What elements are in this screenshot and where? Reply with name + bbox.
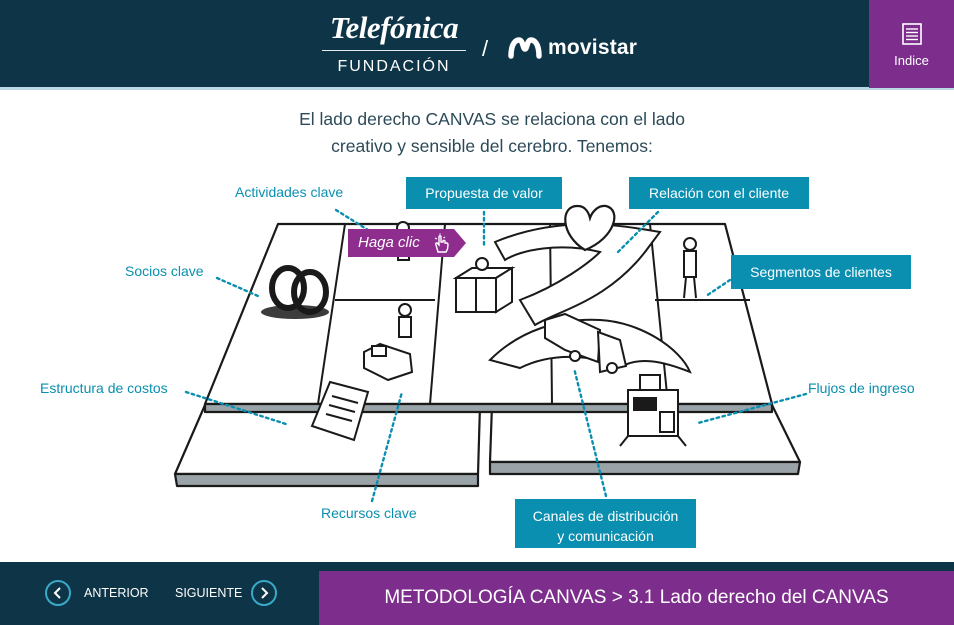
fundacion-wordmark: FUNDACIÓN bbox=[337, 58, 451, 75]
movistar-m-icon bbox=[508, 37, 542, 59]
intro-text: El lado derecho CANVAS se relaciona con … bbox=[240, 106, 744, 160]
breadcrumb: METODOLOGÍA CANVAS > 3.1 Lado derecho de… bbox=[319, 571, 954, 625]
anterior-button[interactable]: ANTERIOR bbox=[45, 580, 149, 606]
label-segmentos-de-clientes: Segmentos de clientes bbox=[731, 255, 911, 289]
chevron-left-icon bbox=[45, 580, 71, 606]
anterior-label: ANTERIOR bbox=[84, 586, 149, 600]
business-model-canvas: Actividades clave Propuesta de valor Rel… bbox=[40, 177, 915, 548]
heart-icon bbox=[564, 204, 616, 252]
logo-separator: / bbox=[482, 36, 489, 61]
label-relacion-con-el-cliente: Relación con el cliente bbox=[629, 177, 809, 209]
telefonica-wordmark: Telefónica bbox=[329, 10, 459, 45]
siguiente-button[interactable]: SIGUIENTE bbox=[175, 580, 278, 606]
header-bar: Telefónica FUNDACIÓN / movistar Indice bbox=[0, 0, 954, 90]
gift-box-icon bbox=[452, 257, 516, 314]
footer-bar: ANTERIOR SIGUIENTE METODOLOGÍA CANVAS > … bbox=[0, 562, 954, 625]
label-canales-de-distribucion: Canales de distribución y comunicación bbox=[515, 499, 696, 548]
label-flujos-de-ingreso: Flujos de ingreso bbox=[808, 380, 915, 396]
indice-label: Indice bbox=[894, 53, 929, 68]
canales-line-1: Canales de distribución bbox=[532, 508, 679, 524]
movistar-wordmark: movistar bbox=[548, 36, 638, 59]
siguiente-label: SIGUIENTE bbox=[175, 586, 243, 600]
intro-line-2: creativo y sensible del cerebro. Tenemos… bbox=[331, 136, 653, 156]
document-icon bbox=[310, 380, 370, 442]
label-estructura-de-costos: Estructura de costos bbox=[40, 380, 168, 396]
label-propuesta-de-valor: Propuesta de valor bbox=[406, 177, 562, 209]
machine-icon bbox=[363, 342, 414, 382]
truck-icon bbox=[544, 312, 628, 374]
label-actividades-clave: Actividades clave bbox=[235, 184, 344, 200]
label-recursos-clave: Recursos clave bbox=[321, 505, 417, 521]
haga-clic-button[interactable]: Haga clic bbox=[348, 229, 466, 257]
document-list-icon bbox=[869, 23, 954, 50]
canales-line-2: y comunicación bbox=[557, 528, 654, 544]
pointer-hand-icon bbox=[434, 233, 449, 253]
movistar-logo: movistar bbox=[508, 34, 637, 62]
canvas-board-illustration bbox=[173, 204, 808, 503]
label-socios-clave: Socios clave bbox=[125, 263, 204, 279]
haga-clic-shape bbox=[348, 229, 466, 257]
chevron-right-icon bbox=[251, 580, 278, 606]
cash-register-icon bbox=[619, 374, 687, 447]
intro-line-1: El lado derecho CANVAS se relaciona con … bbox=[299, 109, 685, 129]
logo-divider bbox=[322, 50, 466, 51]
telefonica-fundacion-logo: Telefónica FUNDACIÓN bbox=[322, 10, 466, 77]
haga-clic-label: Haga clic bbox=[358, 234, 420, 251]
indice-button[interactable]: Indice bbox=[869, 0, 954, 88]
